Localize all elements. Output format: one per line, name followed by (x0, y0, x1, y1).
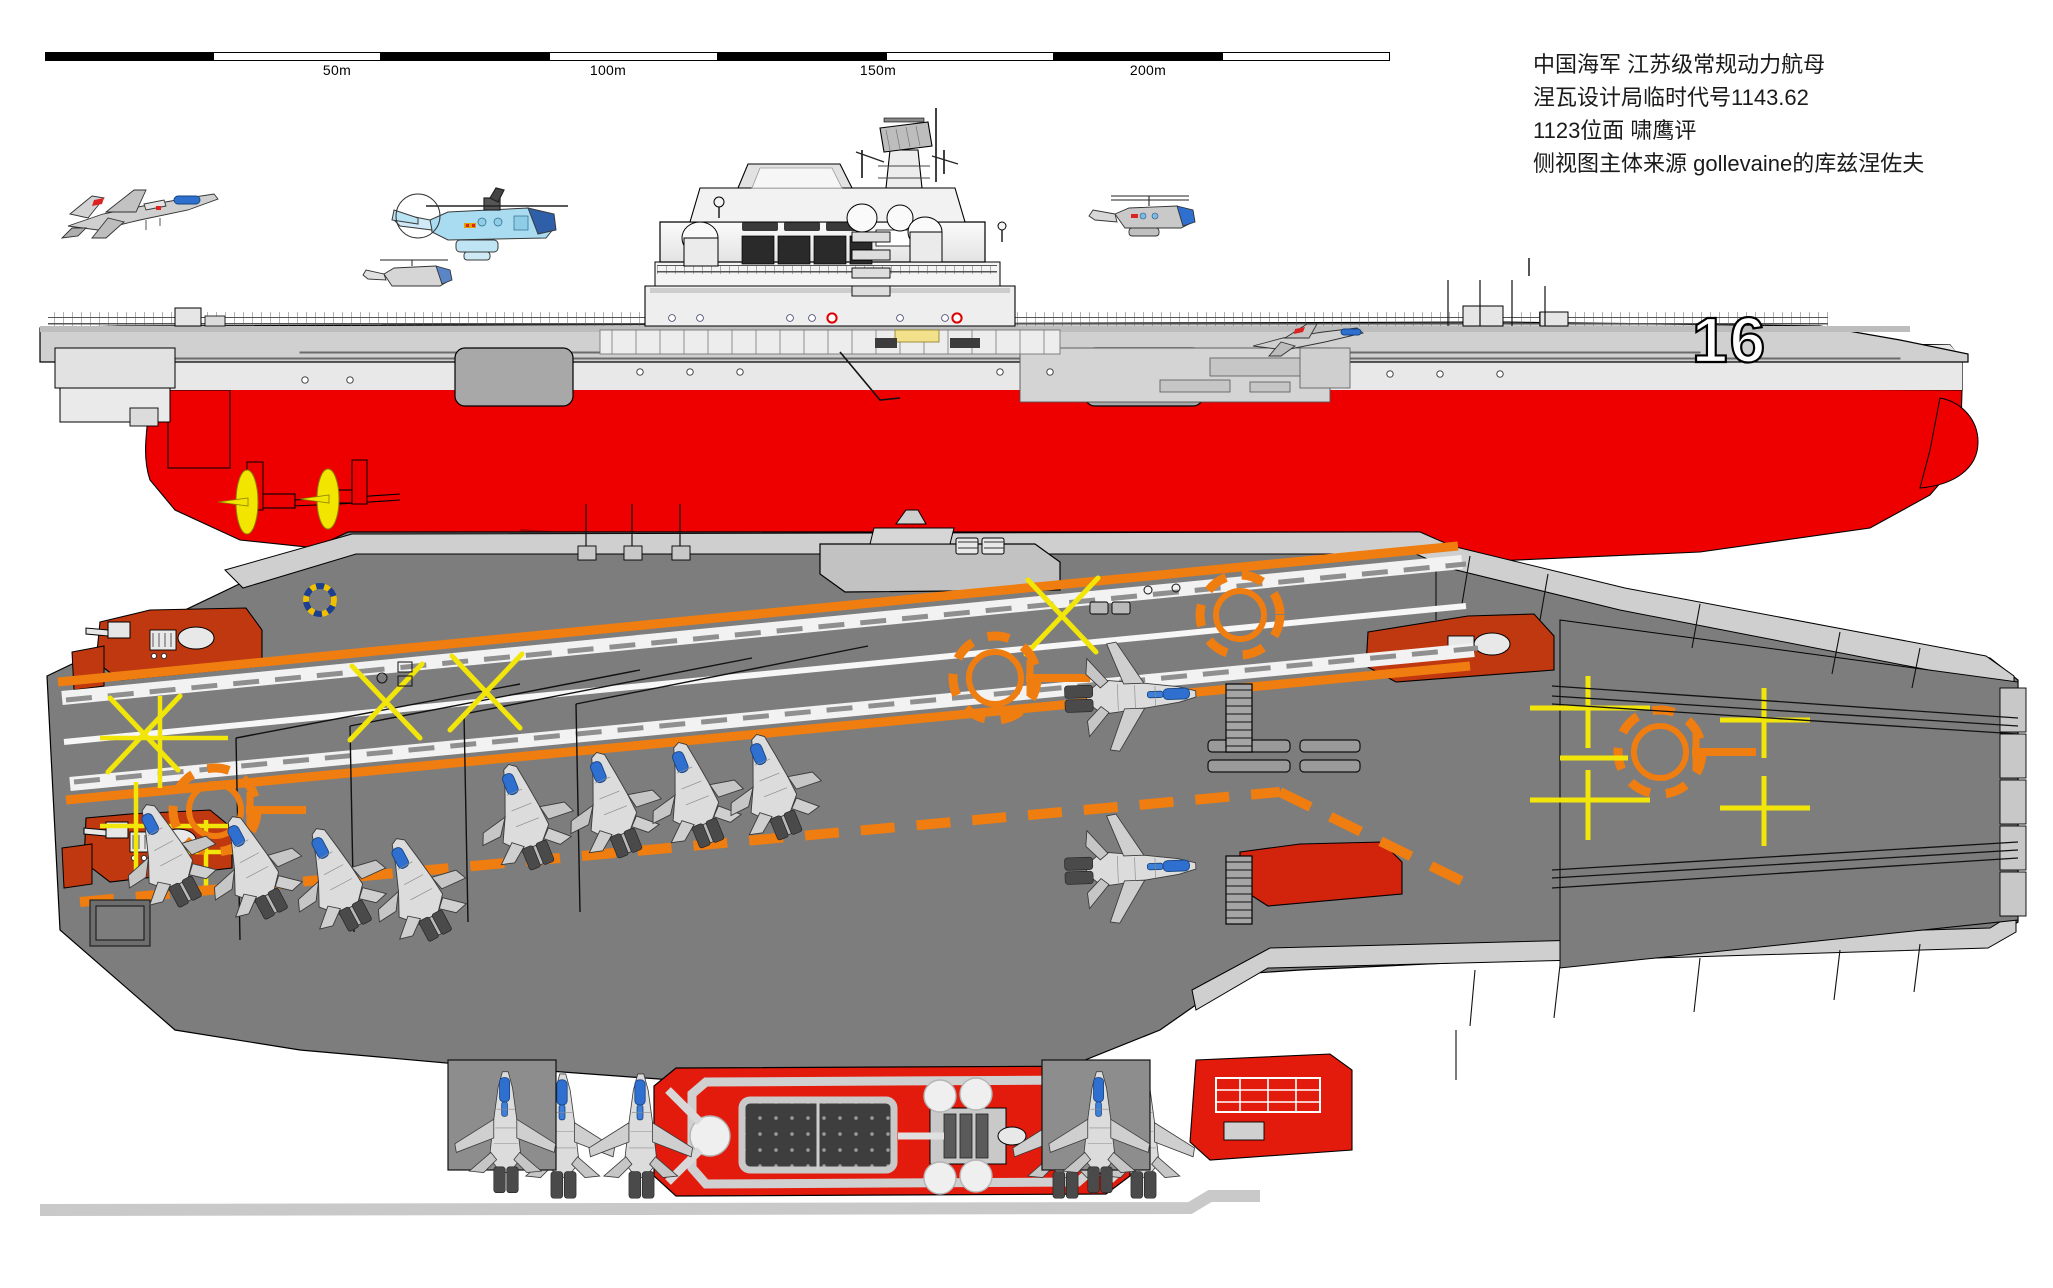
deck-edge-shadow (40, 326, 1910, 332)
scale-bar-segment (1221, 52, 1390, 61)
scale-bar-label: 100m (589, 62, 627, 78)
scale-bar-segment (381, 52, 550, 61)
deck-fighter-profile (1245, 320, 1375, 366)
title-line-4: 侧视图主体来源 gollevaine的库兹涅佐夫 (1533, 151, 1925, 176)
deck-hatch (376, 583, 1181, 687)
airborne-helicopter-large (378, 168, 608, 278)
scale-bar-label: 200m (1129, 62, 1167, 78)
title-line-1: 中国海军 江苏级常规动力航母 (1533, 52, 1826, 77)
scale-bar-segment (45, 52, 214, 61)
title-line-2: 涅瓦设计局临时代号1143.62 (1533, 85, 1809, 110)
antenna-mount (577, 545, 691, 561)
antenna-lines-bow-lower (1469, 943, 1921, 1027)
scale-bar-segment (885, 52, 1054, 61)
stern-starboard-structure (1189, 1053, 1353, 1161)
scale-bar-label: 50m (322, 62, 352, 78)
helicopter-landing-circle (1613, 705, 1756, 799)
scale-bar (45, 52, 1390, 62)
reference-tick-mark (1528, 258, 1530, 276)
gallery-walkway (599, 329, 1061, 355)
island-footprint (819, 509, 1061, 593)
stern-skeg (167, 389, 231, 469)
stern-boom (839, 351, 901, 401)
bow-edge-plates (1999, 687, 2027, 917)
antenna-lines-bow-upper (1461, 555, 1921, 689)
propeller (217, 468, 340, 535)
angled-deck-centerline (63, 603, 1467, 745)
title-line-3: 1123位面 啸鹰评 (1533, 118, 1697, 143)
launch-track (1551, 685, 2019, 889)
deck-fitting-dark (875, 338, 897, 348)
scale-bar-segment (213, 52, 382, 61)
bulbous-bow (1919, 397, 1979, 489)
stern-edge-band (39, 1190, 1260, 1216)
helicopter-landing-circle (948, 631, 1090, 725)
airborne-fighter (48, 168, 228, 258)
mast-tower (885, 149, 923, 189)
side-profile-view: 16 (0, 90, 2053, 569)
title-block: 中国海军 江苏级常规动力航母 涅瓦设计局临时代号1143.62 1123位面 啸… (1533, 48, 2013, 180)
orange-dashed-taxi-line-2 (1277, 787, 1483, 895)
scale-bar-label: 150m (859, 62, 897, 78)
fire-control-director (851, 231, 891, 297)
porthole-row (301, 368, 1504, 384)
deck-fitting (1089, 601, 1131, 615)
bow-deck-crosses (1530, 676, 1810, 846)
navigation-light (713, 196, 1007, 242)
island-superstructure (644, 108, 1016, 327)
deck-mooring-fitting (303, 583, 337, 617)
aft-deck-panels (89, 899, 151, 947)
airborne-helicopter-small (1085, 178, 1215, 258)
life-ring (826, 312, 963, 324)
stern-sponson (54, 347, 176, 427)
phased-array-radar (879, 121, 933, 153)
deck-side-marking (894, 329, 940, 343)
aft-elevator (653, 1065, 1131, 1197)
scale-bar-segment (717, 52, 886, 61)
hull-number: 16 (1692, 304, 1767, 376)
top-plan-view (0, 470, 2053, 1288)
scale-bar-segment (549, 52, 718, 61)
deck-helicopter-profile (360, 248, 470, 298)
deck-fitting-dark (950, 338, 980, 348)
helicopter-landing-circle (1195, 570, 1285, 660)
scale-bar-segment (1053, 52, 1222, 61)
antenna-lines-upper (585, 504, 681, 546)
bow-ski-jump (1559, 619, 2019, 969)
radome (681, 203, 943, 267)
deck-equipment-profile (174, 280, 1569, 327)
jet-blast-deflector (1225, 683, 1253, 925)
hull-structure-blocks (1019, 347, 1351, 403)
